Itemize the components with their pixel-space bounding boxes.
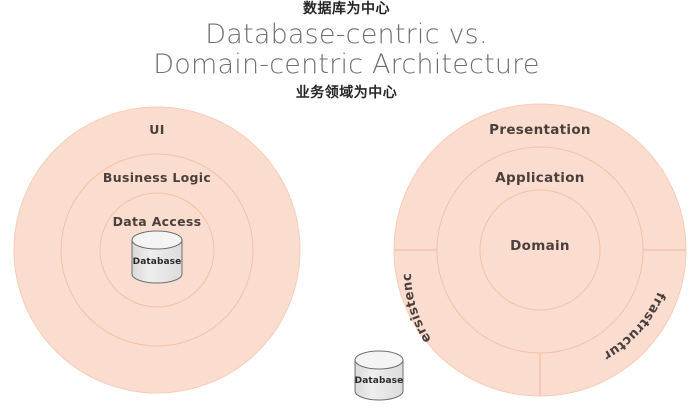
ring-label-presentation: Presentation bbox=[489, 122, 591, 138]
annotation-database-centric: 数据库为中心 bbox=[303, 1, 390, 17]
page-title-line-1: Database-centric vs. bbox=[205, 19, 488, 50]
cylinder-top bbox=[131, 230, 183, 250]
database-cylinder-inner: Database bbox=[131, 230, 183, 284]
ring-label-data-access: Data Access bbox=[113, 214, 202, 229]
annotation-domain-centric: 业务领域为中心 bbox=[295, 85, 398, 101]
ring-label-application: Application bbox=[495, 170, 584, 186]
left-architecture-circle: UI Business Logic Data Access Database bbox=[13, 106, 301, 394]
title-block: 数据库为中心 Database-centric vs. Domain-centr… bbox=[0, 0, 693, 103]
ring-label-ui: UI bbox=[149, 122, 164, 137]
cylinder-top bbox=[354, 350, 404, 370]
cylinder-label: Database bbox=[133, 257, 182, 267]
cylinder-body bbox=[354, 359, 404, 401]
ring-domain bbox=[479, 189, 601, 311]
page-title: Database-centric vs. Domain-centric Arch… bbox=[0, 20, 693, 80]
cylinder-body bbox=[131, 239, 183, 284]
database-cylinder-external: Database bbox=[354, 350, 404, 401]
ring-label-business-logic: Business Logic bbox=[103, 170, 211, 185]
cylinder-label: Database bbox=[355, 376, 404, 386]
page-title-line-2: Domain-centric Architecture bbox=[153, 49, 540, 80]
ring-label-domain: Domain bbox=[510, 238, 570, 254]
